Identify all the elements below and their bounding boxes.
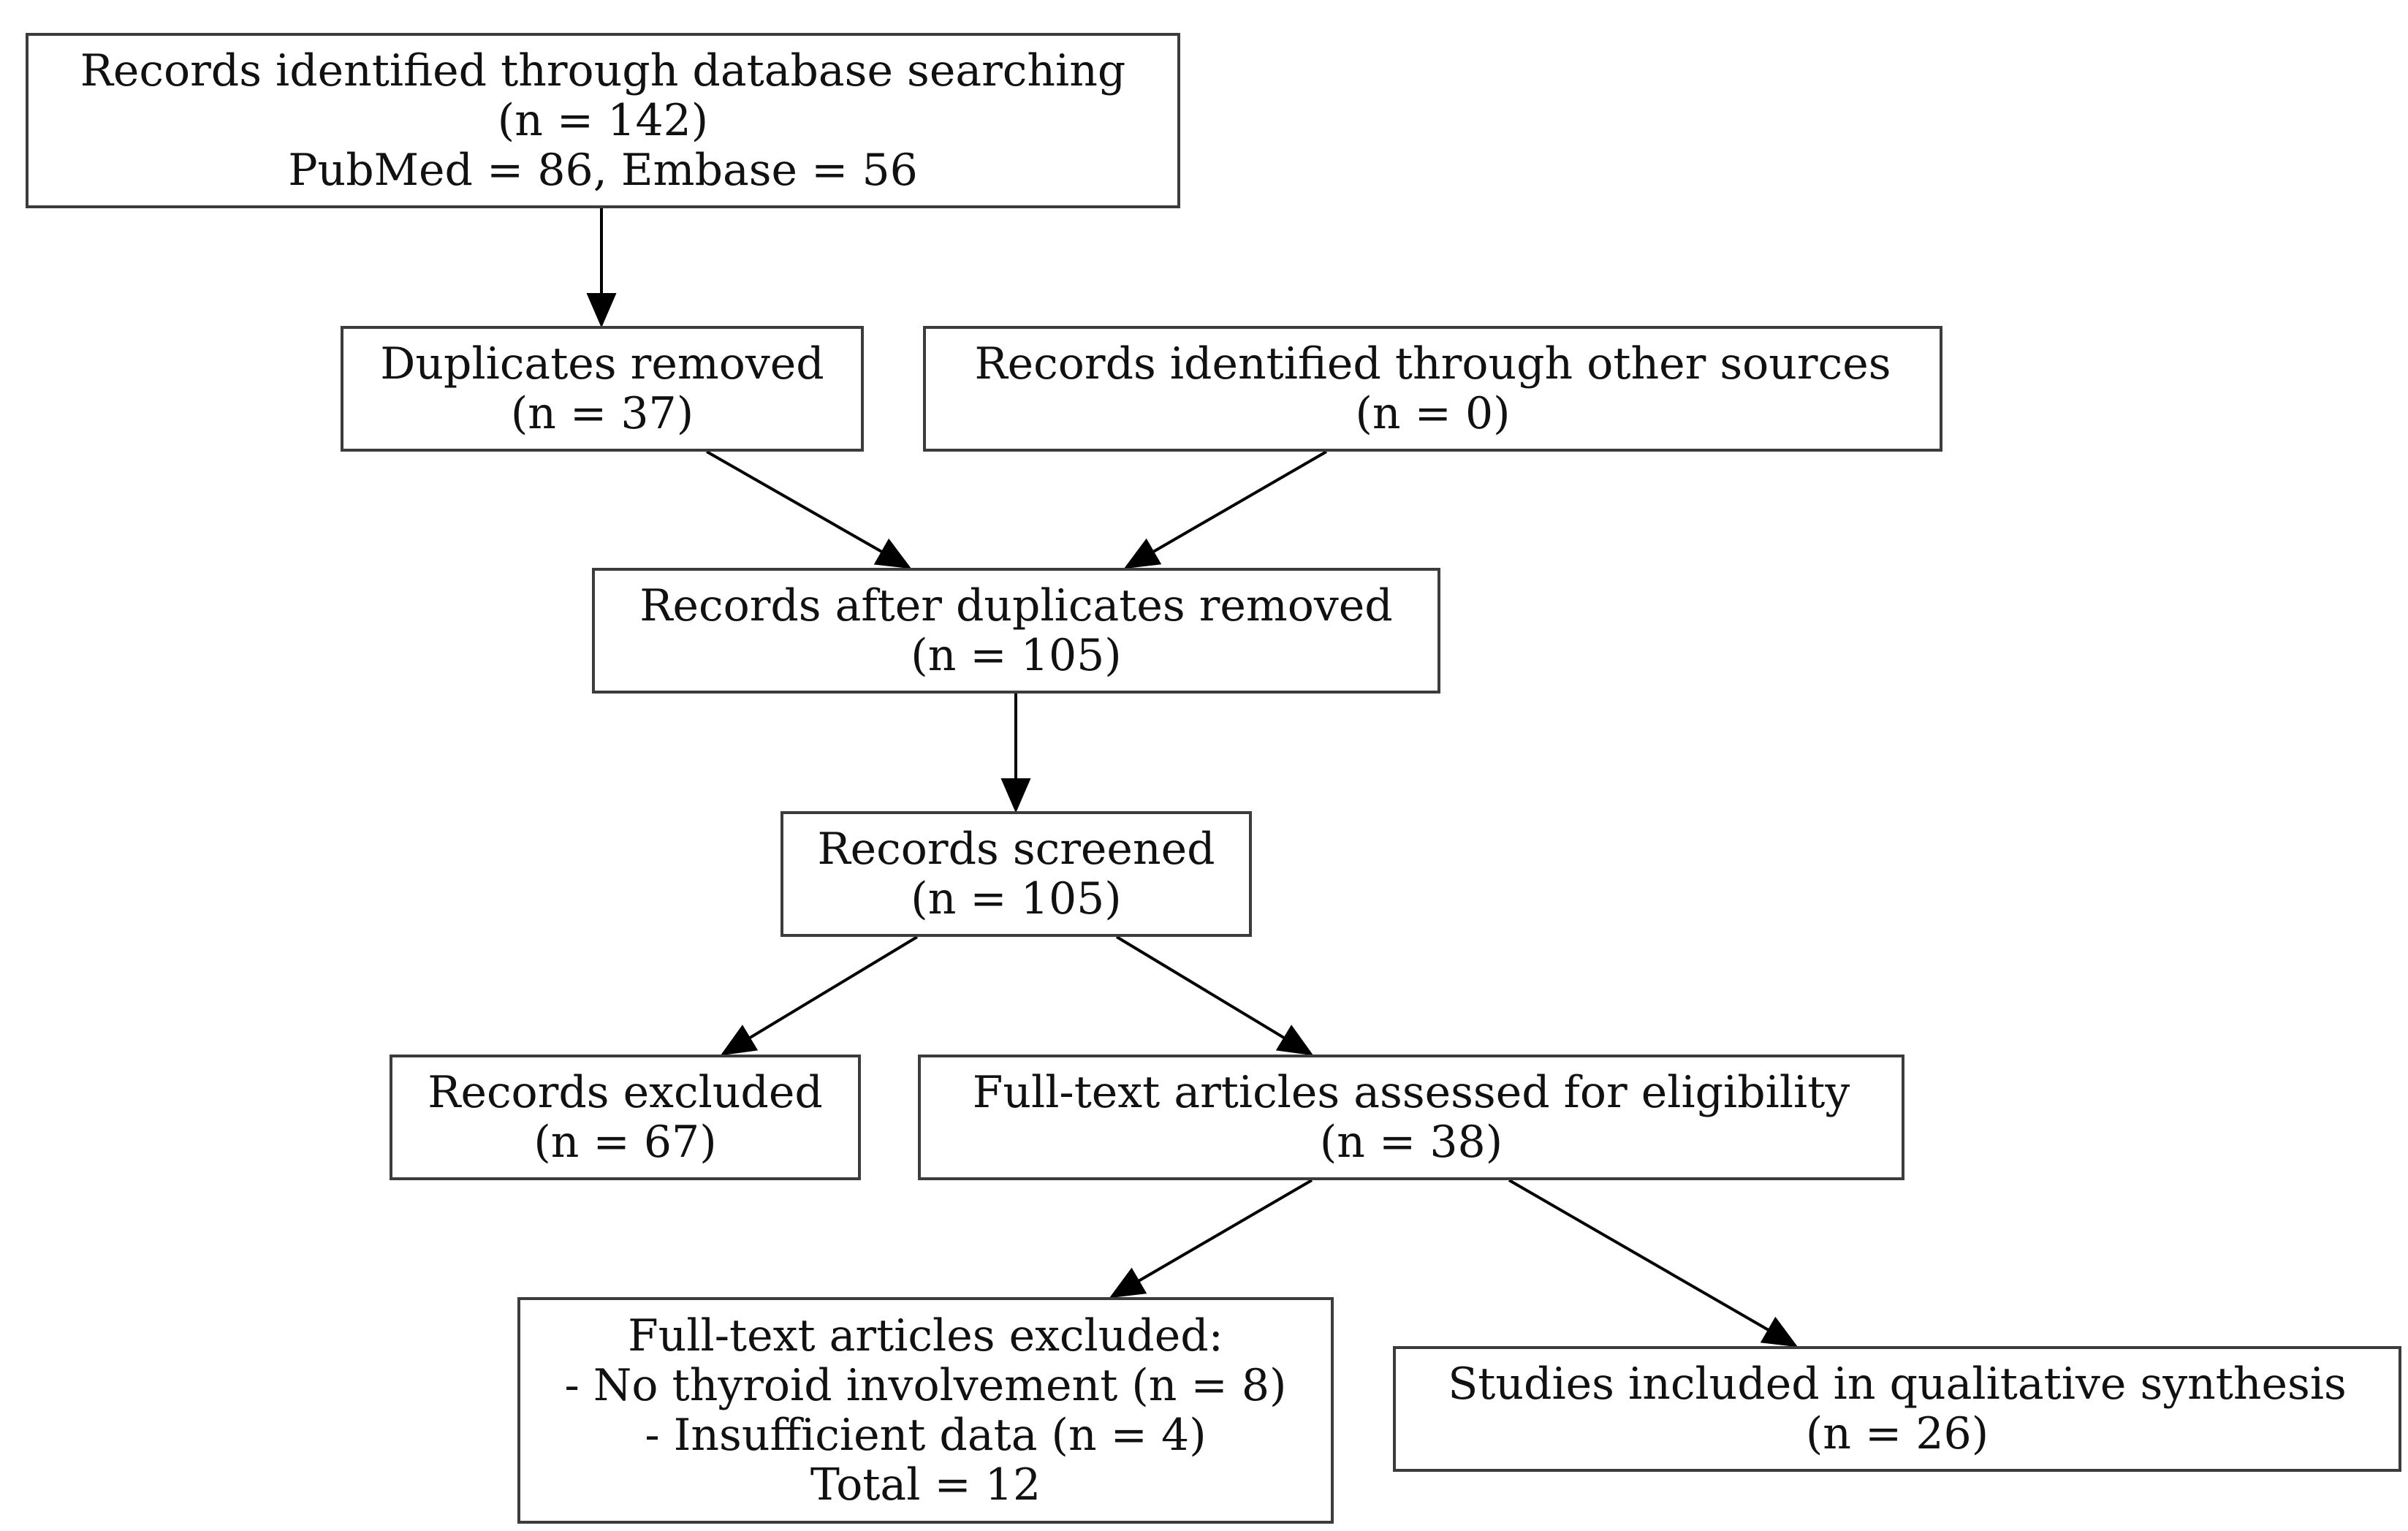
arrowhead-after_duplicates-to-screened xyxy=(1000,778,1031,813)
node-included-line-1: Studies included in qualitative synthesi… xyxy=(1448,1359,2347,1410)
node-screened-line-1: Records screened xyxy=(817,824,1215,875)
arrow-fulltext_assessed-to-included xyxy=(1508,1179,1769,1331)
node-other-sources: Records identified through other sources… xyxy=(923,326,1942,452)
node-other-sources-line-2: (n = 0) xyxy=(1355,388,1511,439)
node-records-excluded-line-2: (n = 67) xyxy=(533,1117,717,1168)
node-database-search-line-1: Records identified through database sear… xyxy=(80,45,1126,96)
arrowhead-database_search-to-duplicates_removed xyxy=(586,293,617,328)
node-included: Studies included in qualitative synthesi… xyxy=(1393,1346,2401,1472)
node-fulltext-assessed: Full-text articles assessed for eligibil… xyxy=(918,1055,1904,1180)
node-fulltext-excluded: Full-text articles excluded: - No thyroi… xyxy=(517,1297,1334,1524)
node-records-excluded-line-1: Records excluded xyxy=(428,1067,823,1118)
node-other-sources-line-1: Records identified through other sources xyxy=(974,338,1891,390)
arrowhead-fulltext_assessed-to-fulltext_excluded xyxy=(1109,1267,1147,1299)
node-after-duplicates: Records after duplicates removed (n = 10… xyxy=(592,568,1440,694)
node-after-duplicates-line-1: Records after duplicates removed xyxy=(639,580,1393,631)
node-duplicates-removed: Duplicates removed (n = 37) xyxy=(341,326,864,452)
node-fulltext-assessed-line-2: (n = 38) xyxy=(1319,1117,1503,1168)
node-database-search-line-3: PubMed = 86, Embase = 56 xyxy=(288,145,918,196)
node-screened: Records screened (n = 105) xyxy=(780,811,1252,937)
arrowhead-screened-to-fulltext_assessed xyxy=(1275,1025,1314,1056)
node-database-search: Records identified through database sear… xyxy=(26,33,1180,208)
node-database-search-line-2: (n = 142) xyxy=(497,95,709,146)
node-screened-line-2: (n = 105) xyxy=(911,873,1122,924)
arrowhead-duplicates_removed-to-after_duplicates xyxy=(873,538,912,569)
node-fulltext-excluded-line-2: - No thyroid involvement (n = 8) xyxy=(564,1360,1287,1411)
node-after-duplicates-line-2: (n = 105) xyxy=(911,630,1122,681)
arrow-duplicates_removed-to-after_duplicates xyxy=(706,450,883,553)
arrow-other_sources-to-after_duplicates xyxy=(1152,450,1328,553)
arrow-screened-to-fulltext_assessed xyxy=(1115,935,1285,1039)
arrow-fulltext_assessed-to-fulltext_excluded xyxy=(1138,1179,1313,1283)
node-duplicates-removed-line-2: (n = 37) xyxy=(510,388,694,439)
arrowhead-screened-to-records_excluded xyxy=(720,1025,759,1056)
node-records-excluded: Records excluded (n = 67) xyxy=(390,1055,861,1180)
arrowhead-other_sources-to-after_duplicates xyxy=(1123,538,1162,569)
node-duplicates-removed-line-1: Duplicates removed xyxy=(380,338,824,390)
node-fulltext-excluded-line-1: Full-text articles excluded: xyxy=(628,1310,1223,1361)
node-fulltext-excluded-line-3: - Insufficient data (n = 4) xyxy=(645,1410,1207,1461)
arrow-screened-to-records_excluded xyxy=(748,935,919,1039)
node-fulltext-excluded-line-4: Total = 12 xyxy=(810,1459,1041,1511)
node-fulltext-assessed-line-1: Full-text articles assessed for eligibil… xyxy=(972,1067,1850,1118)
node-included-line-2: (n = 26) xyxy=(1805,1408,1989,1459)
arrowhead-fulltext_assessed-to-included xyxy=(1760,1316,1799,1348)
